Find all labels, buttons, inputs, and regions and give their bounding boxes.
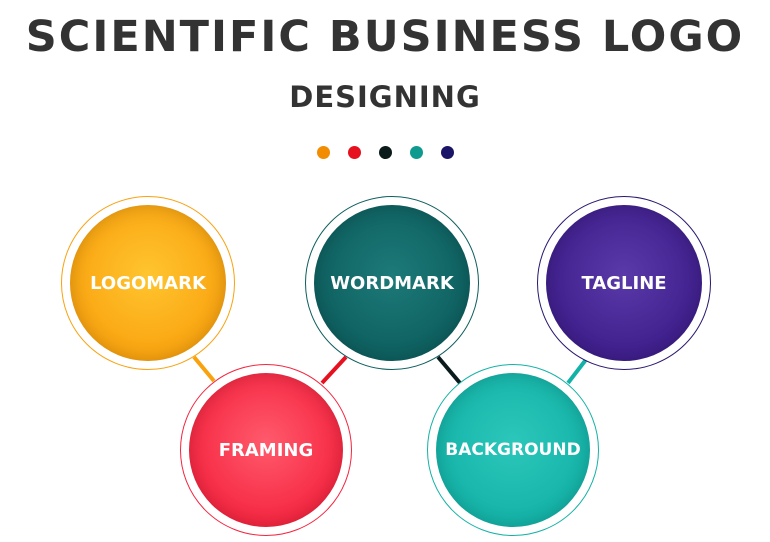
node-logomark-label: LOGOMARK <box>90 272 206 294</box>
page-title: SCIENTIFIC BUSINESS LOGO <box>25 12 745 62</box>
node-tagline-circle: TAGLINE <box>546 205 702 361</box>
node-background-circle: BACKGROUND <box>436 373 590 527</box>
node-wordmark-label: WORDMARK <box>330 272 454 294</box>
dot-orange <box>316 146 330 159</box>
node-tagline: TAGLINE <box>537 196 711 370</box>
node-logomark: LOGOMARK <box>61 196 235 370</box>
page-subtitle: DESIGNING <box>289 80 481 114</box>
node-wordmark: WORDMARK <box>305 196 479 370</box>
connector-logomark-framing <box>192 355 216 383</box>
dot-navy <box>440 146 454 159</box>
node-framing: FRAMING <box>180 364 352 536</box>
node-background: BACKGROUND <box>427 364 599 536</box>
node-logomark-circle: LOGOMARK <box>70 205 226 361</box>
dot-teal <box>409 146 423 159</box>
node-tagline-label: TAGLINE <box>581 272 667 294</box>
dot-red <box>347 146 361 159</box>
decorative-dots <box>0 146 770 159</box>
node-wordmark-circle: WORDMARK <box>314 205 470 361</box>
connector-background-tagline <box>566 355 590 385</box>
connector-wordmark-background <box>436 355 462 385</box>
node-background-label: BACKGROUND <box>445 440 581 460</box>
node-framing-circle: FRAMING <box>189 373 343 527</box>
node-framing-label: FRAMING <box>218 439 314 461</box>
connector-framing-wordmark <box>320 355 348 385</box>
dot-black <box>378 146 392 159</box>
